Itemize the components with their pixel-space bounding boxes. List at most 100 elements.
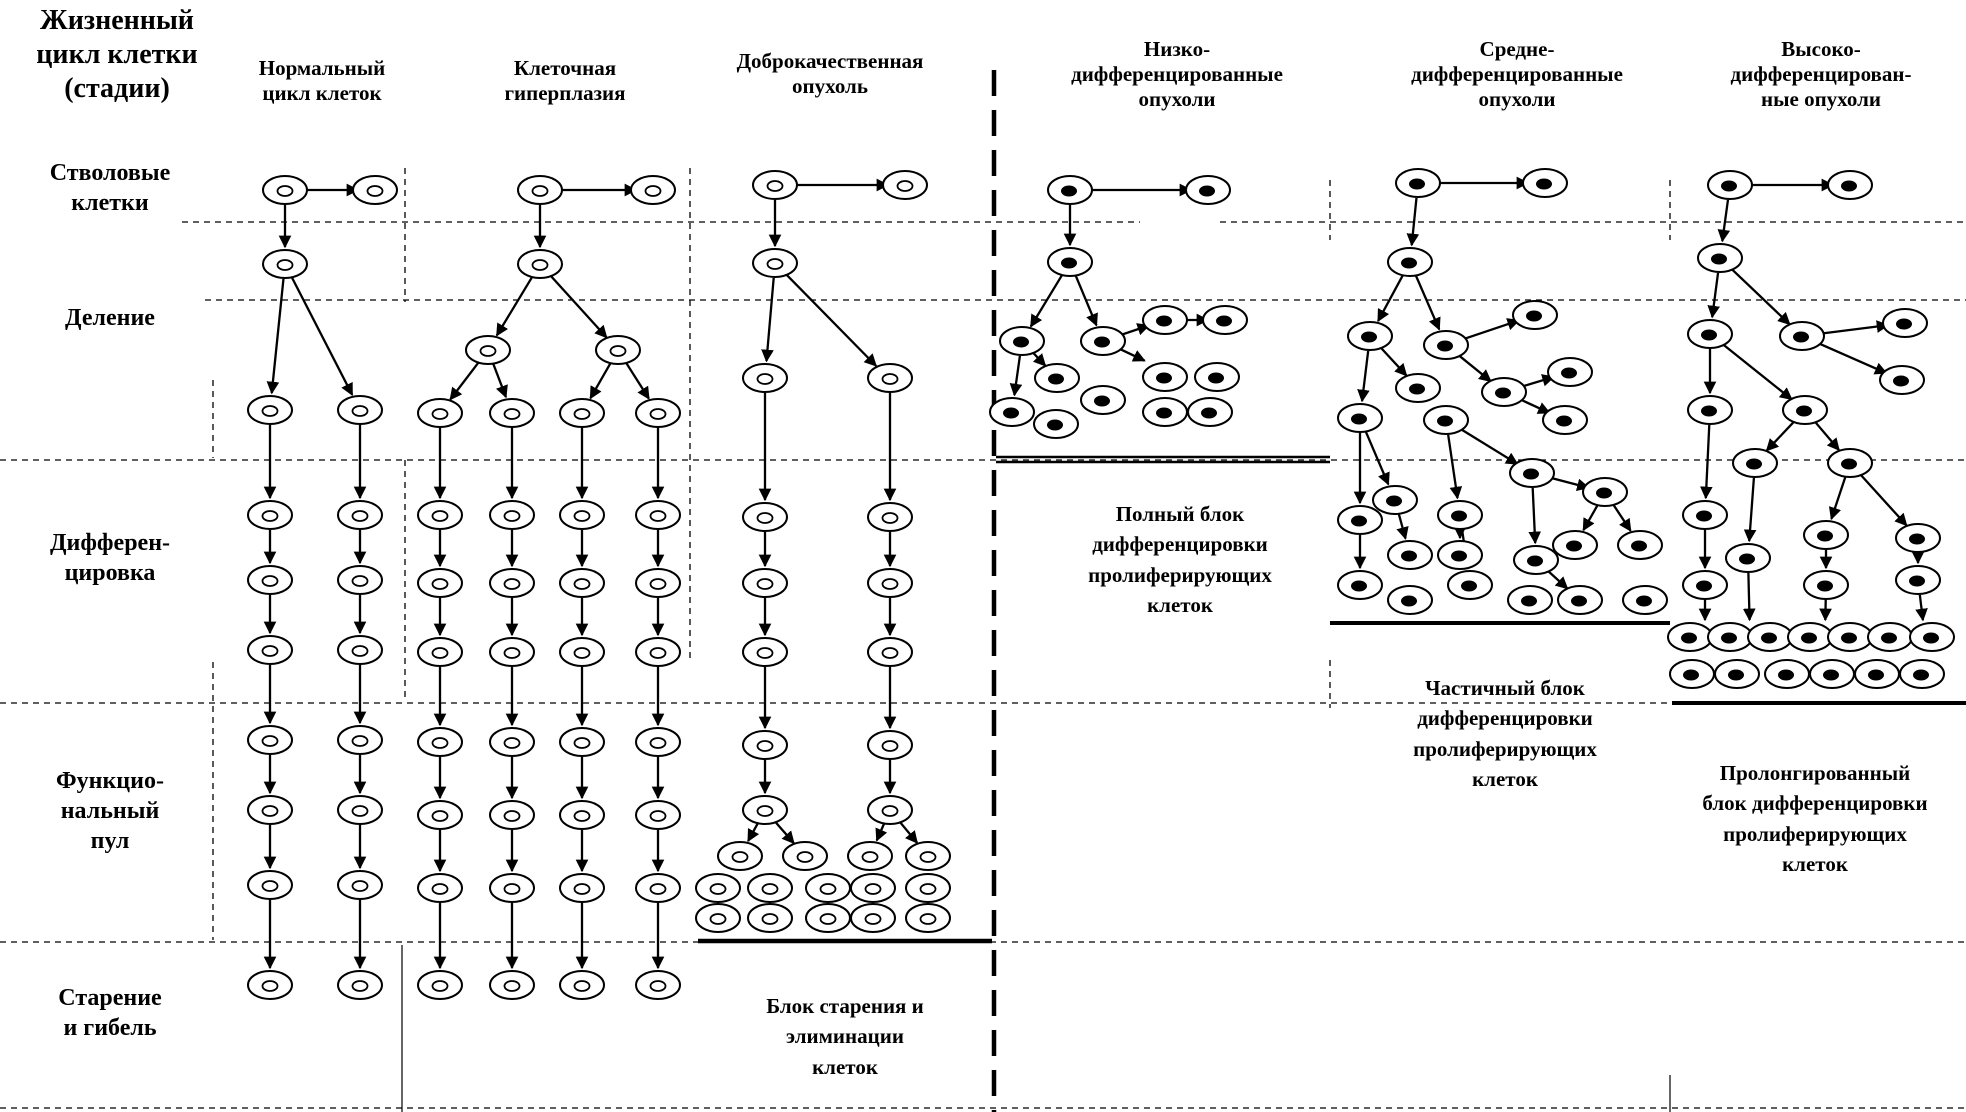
cell-membrane: [742, 502, 788, 532]
cell-membrane: [337, 565, 383, 595]
cell-nucleus: [1801, 632, 1817, 644]
cell-nucleus: [1566, 540, 1582, 552]
arrow: [549, 274, 608, 339]
cell-membrane: [850, 903, 896, 933]
cell-nucleus: [1199, 185, 1215, 197]
cell-membrane: [630, 175, 676, 205]
cell-membrane: [867, 502, 913, 532]
cell-nucleus: [1526, 310, 1542, 322]
arrow: [747, 822, 760, 843]
cell-membrane: [517, 249, 563, 279]
cell-membrane: [782, 841, 828, 871]
arrow: [1029, 274, 1064, 328]
cell-membrane: [559, 727, 605, 757]
cell: [742, 568, 788, 598]
cell: [742, 637, 788, 667]
cell-nucleus: [1386, 495, 1402, 507]
cell: [867, 502, 913, 532]
cell-nucleus: [1351, 580, 1367, 592]
cell-nucleus: [1437, 415, 1453, 427]
cell: [337, 870, 383, 900]
cell-membrane: [635, 568, 681, 598]
cell-nucleus: [649, 408, 667, 420]
cell: [850, 903, 896, 933]
tumor-cell: [1732, 448, 1778, 478]
cell: [247, 565, 293, 595]
cell-membrane: [805, 903, 851, 933]
tumor-cell: [1047, 247, 1093, 277]
arrow: [1813, 420, 1840, 452]
cell-membrane: [489, 800, 535, 830]
cell: [489, 727, 535, 757]
cell: [559, 500, 605, 530]
cell: [867, 795, 913, 825]
cell-nucleus: [1401, 550, 1417, 562]
tumor-cell: [1552, 530, 1598, 560]
cell-nucleus: [649, 883, 667, 895]
tumor-cell: [1395, 168, 1441, 198]
cell-nucleus: [1728, 669, 1744, 681]
cell: [417, 873, 463, 903]
cell-membrane: [752, 170, 798, 200]
cell: [752, 248, 798, 278]
cell: [417, 398, 463, 428]
cell-membrane: [247, 565, 293, 595]
tumor-cell: [1779, 321, 1825, 351]
cell-nucleus: [881, 512, 899, 524]
cell-membrane: [559, 568, 605, 598]
cell-nucleus: [503, 810, 521, 822]
arrow: [1357, 350, 1370, 403]
tumor-cell: [1372, 485, 1418, 515]
tumor-cell: [1437, 500, 1483, 530]
cell-membrane: [559, 970, 605, 1000]
cell-membrane: [742, 568, 788, 598]
arrow: [449, 361, 480, 401]
cell-membrane: [247, 970, 293, 1000]
tumor-cell: [1387, 585, 1433, 615]
tumor-cell: [1547, 357, 1593, 387]
cell: [247, 795, 293, 825]
cell: [742, 363, 788, 393]
cell-membrane: [489, 970, 535, 1000]
cell-nucleus: [1361, 331, 1377, 343]
tumor-cell: [1080, 326, 1126, 356]
cell-nucleus: [1216, 315, 1232, 327]
cell-nucleus: [761, 913, 779, 925]
cell-nucleus: [503, 647, 521, 659]
cell: [752, 170, 798, 200]
cell-nucleus: [896, 180, 914, 192]
cell-membrane: [752, 248, 798, 278]
arrow: [1859, 473, 1908, 527]
cell-nucleus: [1409, 383, 1425, 395]
arrow: [1009, 355, 1023, 397]
tumor-cell: [1507, 585, 1553, 615]
arrow: [266, 278, 285, 395]
cell: [635, 568, 681, 598]
cell-membrane: [867, 568, 913, 598]
cell-nucleus: [861, 851, 879, 863]
cell: [850, 873, 896, 903]
arrow: [898, 820, 919, 844]
arrow: [1816, 320, 1890, 336]
cell-membrane: [805, 873, 851, 903]
cell-nucleus: [573, 883, 591, 895]
cell-nucleus: [1896, 318, 1912, 330]
arrow: [1717, 199, 1731, 243]
cell-nucleus: [261, 510, 279, 522]
tumor-cell: [1725, 543, 1771, 573]
cell: [695, 873, 741, 903]
cell: [867, 363, 913, 393]
arrow: [1447, 434, 1463, 500]
cell-membrane: [747, 903, 793, 933]
cell-membrane: [417, 970, 463, 1000]
cell: [635, 727, 681, 757]
tumor-cell: [1809, 659, 1855, 689]
cell-nucleus: [864, 913, 882, 925]
cell: [847, 841, 893, 871]
cell-membrane: [337, 870, 383, 900]
cell-nucleus: [1156, 372, 1172, 384]
tumor-cell: [1034, 363, 1080, 393]
tumor-cell: [1827, 448, 1873, 478]
